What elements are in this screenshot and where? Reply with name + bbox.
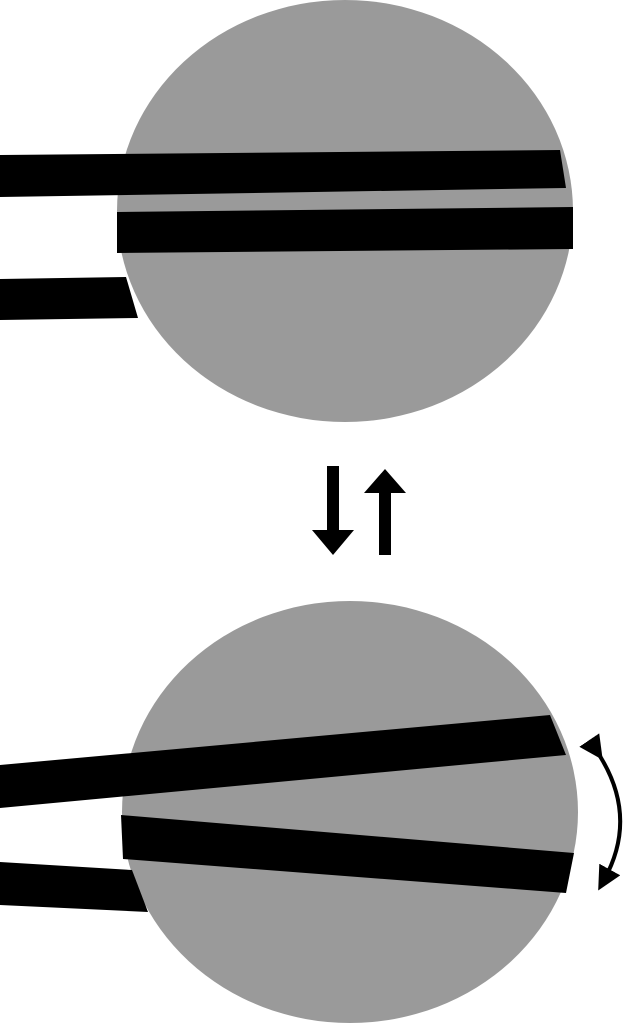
bottom-bar-lower (0, 862, 148, 912)
top-bar-lower (0, 277, 138, 320)
bottom-bar-middle (121, 815, 574, 893)
top-bar-middle (117, 207, 573, 253)
up-arrow-icon (364, 469, 406, 555)
curved-double-arrow-icon (579, 733, 623, 891)
down-arrow-icon (312, 466, 354, 555)
top-bar-upper (0, 150, 566, 197)
bottom-panel (0, 601, 623, 1023)
bottom-bar-upper (0, 715, 566, 808)
bottom-disc (122, 601, 578, 1023)
up-down-arrows-icon (312, 466, 406, 555)
top-panel (0, 0, 573, 422)
